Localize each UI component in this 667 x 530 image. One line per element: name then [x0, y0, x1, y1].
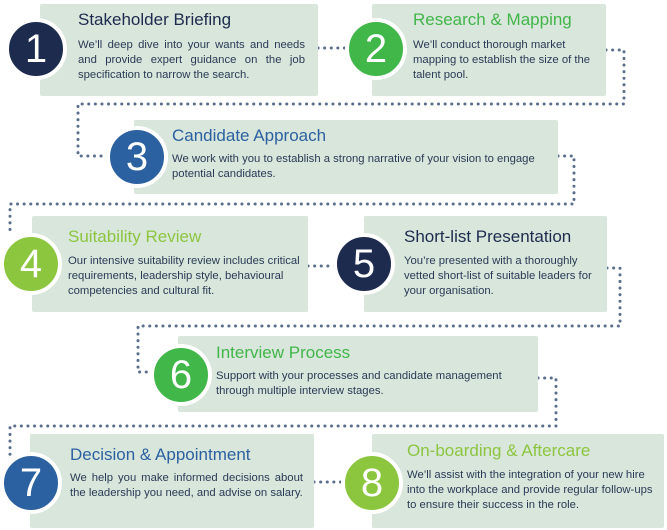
step-card-5: Short-list Presentation You’re presented…	[364, 216, 607, 312]
step-description-5: You’re presented with a thoroughly vette…	[404, 255, 592, 297]
step-title-3: Candidate Approach	[172, 126, 327, 145]
step-description-7: We help you make informed decisions abou…	[70, 472, 303, 499]
step-number-1: 1	[5, 18, 67, 80]
step-card-7: Decision & Appointment We help you make …	[30, 434, 314, 528]
step-number-7: 7	[0, 452, 62, 514]
step-card-8: On-boarding & Aftercare We’ll assist wit…	[372, 434, 664, 528]
step-card-2: Research & Mapping We’ll conduct thoroug…	[372, 4, 606, 96]
step-description-8: We’ll assist with the integration of you…	[407, 469, 653, 511]
step-description-2: We’ll conduct thorough market mapping to…	[413, 39, 591, 81]
step-number-6: 6	[150, 344, 212, 406]
step-card-1: Stakeholder Briefing We’ll deep dive int…	[40, 4, 318, 96]
step-title-7: Decision & Appointment	[70, 445, 251, 464]
step-description-4: Our intensive suitability review include…	[68, 255, 300, 297]
step-card-3: Candidate Approach We work with you to e…	[134, 120, 558, 194]
step-card-6: Interview Process Support with your proc…	[178, 336, 538, 412]
step-card-4: Suitability Review Our intensive suitabi…	[32, 216, 308, 312]
connector-5-6	[136, 266, 622, 374]
step-number-8: 8	[341, 452, 403, 514]
step-title-1: Stakeholder Briefing	[78, 10, 232, 29]
step-number-2: 2	[345, 18, 407, 80]
step-description-3: We work with you to establish a strong n…	[172, 153, 535, 180]
connector-6-7	[8, 376, 558, 460]
connector-2-3	[76, 48, 626, 158]
step-number-4: 4	[0, 233, 62, 295]
step-number-3: 3	[106, 126, 168, 188]
step-title-4: Suitability Review	[68, 227, 202, 246]
step-description-1: We’ll deep dive into your wants and need…	[78, 39, 305, 81]
step-title-8: On-boarding & Aftercare	[407, 441, 591, 460]
step-title-6: Interview Process	[216, 343, 351, 362]
step-description-6: Support with your processes and candidat…	[216, 370, 502, 397]
step-title-5: Short-list Presentation	[404, 227, 572, 246]
step-number-5: 5	[333, 233, 395, 295]
step-title-2: Research & Mapping	[413, 10, 572, 29]
